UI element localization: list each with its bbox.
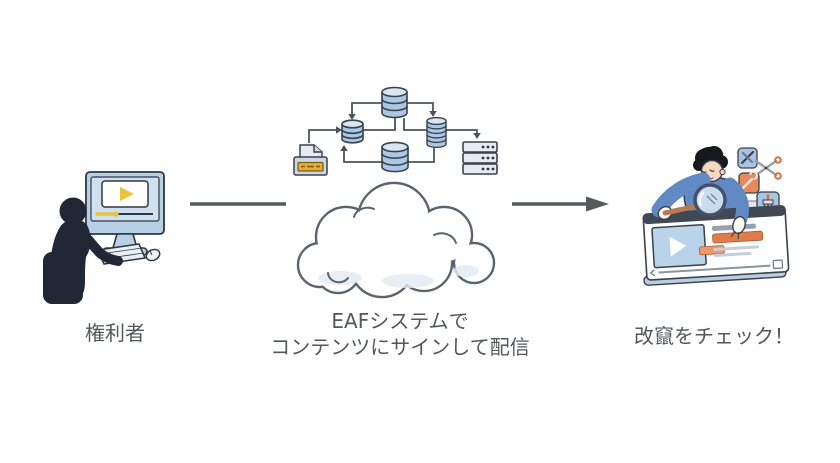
cloud-icon	[296, 181, 496, 299]
rights-holder-label: 権利者	[85, 321, 145, 345]
scissors-icon	[754, 156, 782, 180]
mouse-icon	[145, 248, 161, 262]
computer-user-illustration	[43, 171, 165, 304]
cluster-arrowheads	[336, 111, 481, 151]
flow-arrow-icon	[512, 196, 609, 212]
system-caption-line2: コンテンツにサインして配信	[270, 335, 530, 359]
browser-window	[642, 205, 790, 286]
database-cluster-icon	[293, 86, 498, 176]
database-icon-bottom	[381, 141, 409, 173]
database-icon-top	[381, 86, 408, 119]
system-caption: EAFシステムで コンテンツにサインして配信	[250, 308, 550, 360]
database-icon-right	[426, 116, 447, 149]
connector-line	[190, 202, 286, 206]
server-rack-icon	[462, 141, 498, 175]
person-silhouette	[43, 197, 123, 304]
document-printer-icon	[293, 144, 328, 176]
play-icon	[669, 236, 687, 257]
content-checker-illustration	[642, 146, 790, 286]
play-icon	[120, 187, 134, 201]
system-caption-line1: EAFシステムで	[331, 309, 469, 333]
checker-label: 改竄をチェック！	[634, 324, 794, 348]
magnifier-icon	[662, 183, 727, 217]
toolbox-icon	[737, 147, 758, 169]
monitor-icon	[85, 171, 165, 256]
video-area	[651, 224, 707, 269]
wrench-icon	[738, 171, 760, 194]
cluster-flow-arrows	[308, 102, 478, 163]
database-icon-left	[341, 119, 364, 144]
video-player-icon	[95, 180, 153, 217]
